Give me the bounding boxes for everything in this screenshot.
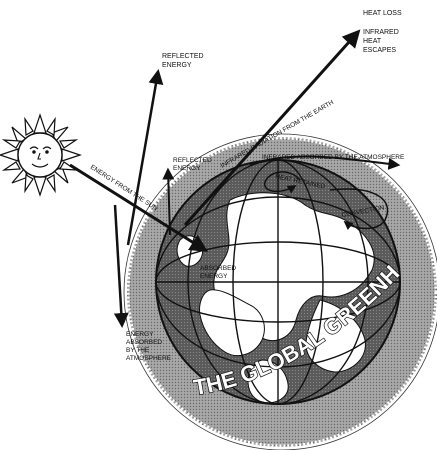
label-infrared-absorbed: INFRARED ABSORBED BY THE ATMOSPHERE	[262, 154, 405, 161]
arrow-reflected-inner	[162, 167, 175, 236]
arrow-heat-retained	[264, 171, 301, 194]
label-heat-loss: HEAT LOSS	[363, 10, 402, 17]
arrow-infrared-escape	[183, 29, 361, 227]
label-absorbed-atm-1: ENERGY	[126, 331, 154, 338]
earth	[155, 159, 401, 405]
arrow-absorbed-atmosphere	[113, 204, 129, 328]
label-reflected-outer-2: ENERGY	[162, 62, 192, 69]
label-reflected-inner-1: REFLECTED	[173, 157, 212, 164]
label-absorbed-energy-1: ABSORBED	[200, 265, 236, 272]
arrow-energy-from-sun	[69, 163, 209, 252]
label-energy-from-sun: ENERGY FROM THE SUN	[89, 164, 159, 213]
label-infrared-escapes-2: HEAT	[363, 38, 382, 45]
arrow-reflected-outer	[126, 69, 164, 246]
label-reflected-inner-2: ENERGY	[173, 165, 201, 172]
label-absorbed-atm-4: ATMOSPHERE	[126, 355, 172, 362]
label-absorbed-atm-3: BY THE	[126, 347, 150, 354]
label-reflected-outer-1: REFLECTED	[162, 53, 204, 60]
label-absorbed-energy-2: ENERGY	[200, 273, 228, 280]
label-absorbed-atm-2: ABSORBED	[126, 339, 162, 346]
label-infrared-escapes-3: ESCAPES	[363, 47, 396, 54]
label-infrared-escapes-1: INFRARED	[363, 29, 399, 36]
arrow-infrared-absorbed	[249, 155, 401, 170]
energy-arrows	[69, 29, 401, 328]
sun-icon	[0, 113, 82, 197]
arrow-convection	[329, 188, 389, 231]
